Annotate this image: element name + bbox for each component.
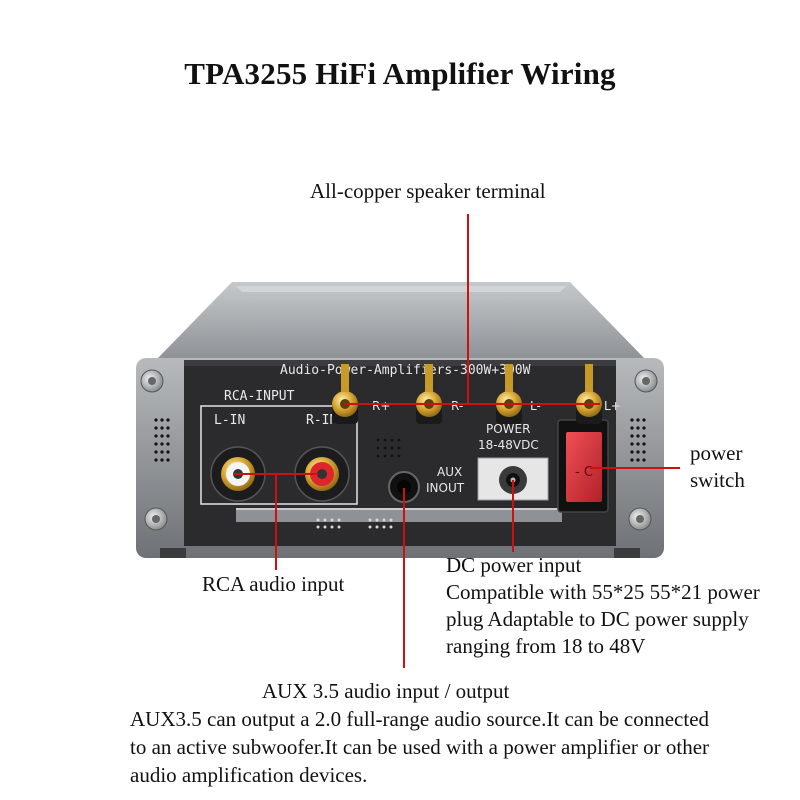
terminal-l-plus: L+ [604,399,621,413]
power-switch-label-1: power [690,441,743,465]
vent-holes [154,418,646,462]
sub-board-pads [316,518,393,529]
power-panel-label: POWER [486,422,530,436]
voltage-panel-label: 18-48VDC [478,438,539,452]
dc-input-desc-1: Compatible with 55*25 55*21 power [446,580,760,604]
terminal-r-plus: R+ [372,399,390,413]
power-switch-label-2: switch [690,468,745,492]
leader-lines [234,214,680,668]
rca-frame [200,405,358,505]
r-in-label: R-IN [306,413,337,428]
aux-desc-2: to an active subwoofer.It can be used wi… [130,735,710,759]
dc-input-title: DC power input [446,553,582,577]
speaker-terminal-label: All-copper speaker terminal [310,179,546,203]
page-title: TPA3255 HiFi Amplifier Wiring [184,56,616,91]
aux-jack-icon [388,471,420,503]
dc-input-desc-3: ranging from 18 to 48V [446,634,646,658]
rca-jack-right-icon [294,446,350,502]
inout-panel-label: INOUT [426,481,465,495]
aux-title: AUX 3.5 audio input / output [262,679,510,703]
panel-model-strip: Audio-Power-Amplifiers-300W+300W [280,363,531,378]
aux-desc-3: audio amplification devices. [130,763,368,787]
aux-desc-1: AUX3.5 can output a 2.0 full-range audio… [130,707,710,731]
rca-input-header: RCA-INPUT [224,389,295,404]
rca-input-label: RCA audio input [202,572,345,596]
screw-icon [140,369,658,531]
power-switch-icon: - C [557,419,609,513]
aux-panel-label: AUX [437,465,462,479]
dc-input-desc-2: plug Adaptable to DC power supply [446,607,749,631]
switch-marks: - C [575,465,593,480]
l-in-label: L-IN [214,413,245,428]
terminal-l-minus: L- [530,399,541,413]
terminal-r-minus: R- [451,399,463,413]
